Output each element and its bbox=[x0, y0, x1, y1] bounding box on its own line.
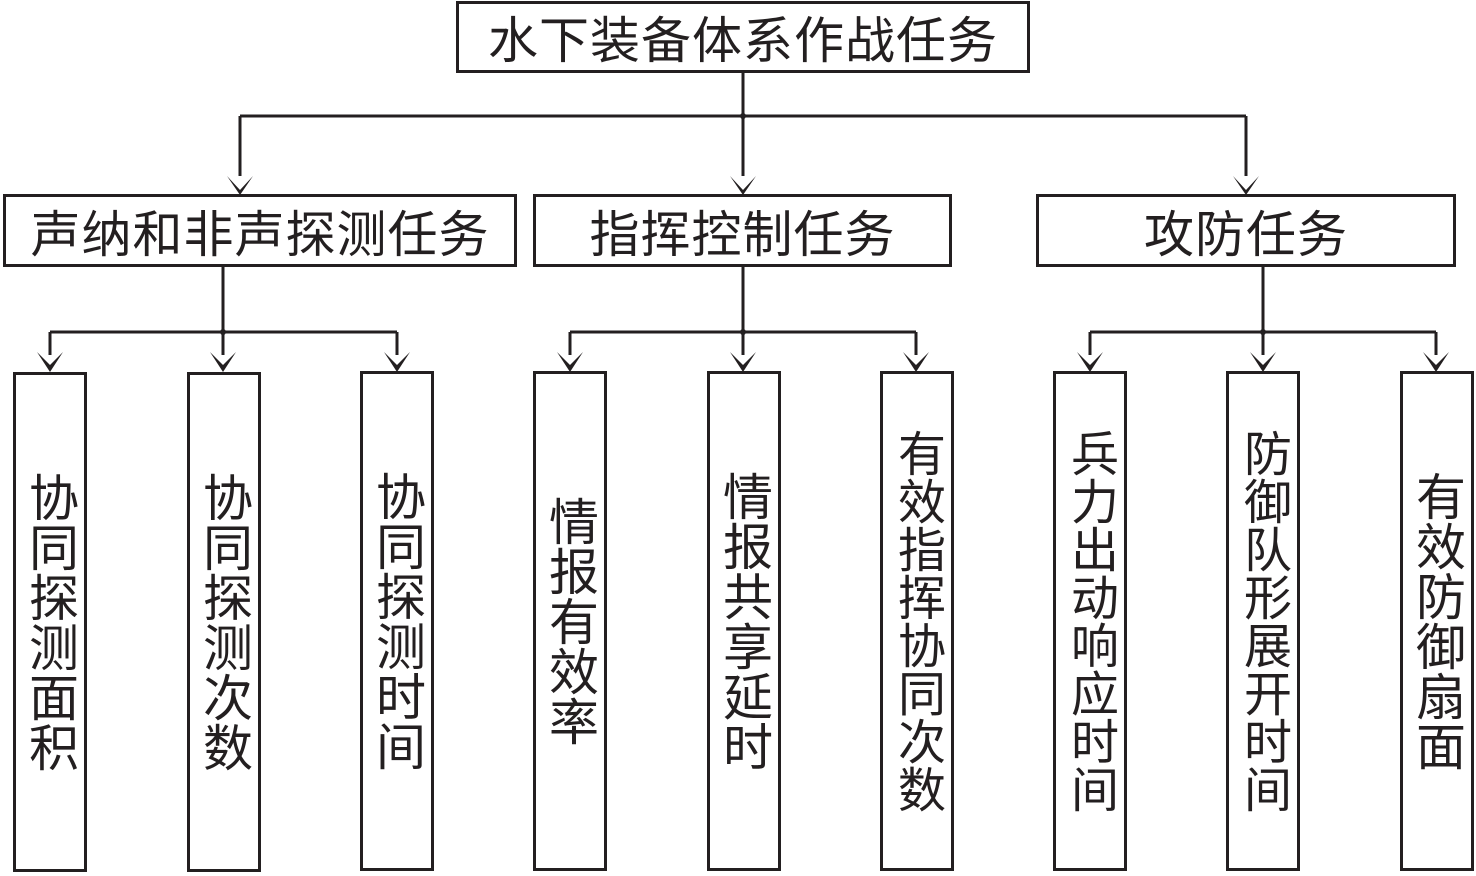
arrowhead-icon bbox=[730, 352, 756, 372]
leaf-label: 有效指挥协同次数 bbox=[889, 429, 945, 813]
arrowhead-icon bbox=[37, 352, 63, 372]
leaf-node-detection-time: 协同探测时间 bbox=[360, 371, 434, 871]
arrowhead-icon bbox=[1077, 352, 1103, 372]
leaf-node-intel-efficiency: 情报有效率 bbox=[533, 371, 607, 871]
leaf-node-intel-sharing-delay: 情报共享延时 bbox=[707, 371, 781, 871]
leaf-label: 协同探测时间 bbox=[368, 471, 426, 771]
leaf-label: 协同探测次数 bbox=[195, 472, 253, 772]
leaf-label: 防御队形展开时间 bbox=[1235, 429, 1291, 813]
leaf-node-force-response-time: 兵力出动响应时间 bbox=[1053, 371, 1127, 871]
category-node-command-control: 指挥控制任务 bbox=[533, 194, 952, 267]
arrowhead-icon bbox=[210, 352, 236, 372]
root-node: 水下装备体系作战任务 bbox=[456, 1, 1030, 73]
category-label: 攻防任务 bbox=[1144, 205, 1348, 264]
leaf-label: 情报有效率 bbox=[541, 496, 599, 746]
leaf-node-formation-deploy-time: 防御队形展开时间 bbox=[1226, 371, 1300, 871]
category-node-attack-defense: 攻防任务 bbox=[1036, 194, 1456, 267]
arrowhead-icon bbox=[730, 176, 756, 195]
arrowhead-icon bbox=[227, 176, 253, 195]
arrowhead-icon bbox=[1423, 352, 1449, 372]
arrowhead-icon bbox=[903, 352, 929, 372]
leaf-label: 有效防御扇面 bbox=[1408, 471, 1466, 771]
arrowhead-icon bbox=[384, 352, 410, 372]
leaf-label: 协同探测面积 bbox=[21, 472, 79, 772]
leaf-node-detection-area: 协同探测面积 bbox=[13, 372, 87, 872]
leaf-node-detection-count: 协同探测次数 bbox=[187, 372, 261, 872]
arrowhead-icon bbox=[1250, 352, 1276, 372]
arrowhead-icon bbox=[557, 352, 583, 372]
root-node-label: 水下装备体系作战任务 bbox=[488, 12, 998, 70]
leaf-label: 情报共享延时 bbox=[715, 471, 773, 771]
category-label: 声纳和非声探测任务 bbox=[30, 205, 490, 264]
category-node-sonar-detection: 声纳和非声探测任务 bbox=[3, 194, 517, 267]
leaf-label: 兵力出动响应时间 bbox=[1062, 429, 1118, 813]
arrowhead-icon bbox=[1233, 176, 1259, 195]
category-label: 指挥控制任务 bbox=[589, 205, 896, 264]
leaf-node-command-coordination-count: 有效指挥协同次数 bbox=[880, 371, 954, 871]
leaf-node-defense-sector: 有效防御扇面 bbox=[1400, 371, 1474, 871]
